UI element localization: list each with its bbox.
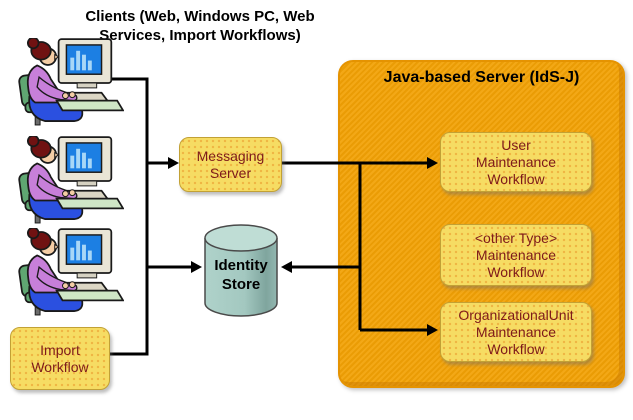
identity-store-label: Identity Store [214, 257, 268, 293]
database-cylinder-icon [204, 224, 278, 317]
clients-bus-line [95, 77, 149, 356]
other-type-maintenance-workflow-node: <other Type> Maintenance Workflow [440, 224, 592, 286]
woman-at-computer-icon [18, 134, 125, 224]
identity-store-node: Identity Store [202, 224, 280, 318]
organizationalunit-maintenance-workflow-label: OrganizationalUnit Maintenance Workflow [458, 306, 574, 357]
woman-at-computer-icon [18, 226, 125, 316]
java-server-panel: Java-based Server (IdS-J) User Maintenan… [338, 60, 625, 388]
import-workflow-label: Import Workflow [31, 341, 89, 375]
clients-caption: Clients (Web, Windows PC, Web Services, … [85, 8, 315, 44]
other-type-maintenance-workflow-label: <other Type> Maintenance Workflow [474, 229, 558, 280]
arrowhead-into-user-workflow [427, 157, 438, 169]
client-icon-3 [2, 226, 125, 318]
arrowhead-into-orgunit-workflow [427, 324, 438, 336]
messaging-server-label: Messaging Server [196, 147, 265, 181]
messaging-server-node: Messaging Server [179, 137, 282, 192]
user-maintenance-workflow-node: User Maintenance Workflow [440, 132, 592, 192]
arrowhead-into-identity-left [191, 261, 202, 273]
import-workflow-node: Import Workflow [10, 327, 110, 390]
organizationalunit-maintenance-workflow-node: OrganizationalUnit Maintenance Workflow [440, 302, 592, 362]
client-icon-1 [2, 36, 125, 128]
client-icon-2 [2, 134, 125, 226]
arrowhead-into-identity-right [281, 261, 292, 273]
woman-at-computer-icon [18, 36, 125, 126]
java-server-title: Java-based Server (IdS-J) [383, 69, 580, 86]
arrowhead-into-messaging [168, 157, 179, 169]
user-maintenance-workflow-label: User Maintenance Workflow [475, 136, 557, 187]
